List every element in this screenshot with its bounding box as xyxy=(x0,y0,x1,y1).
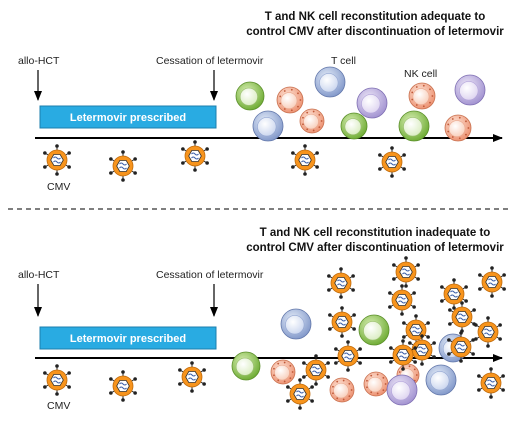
bottom-cmv-virus xyxy=(447,331,475,363)
top-immune-cell xyxy=(398,110,430,142)
bottom-cmv-virus xyxy=(388,284,416,316)
bottom-title-line1: T and NK cell reconstitution inadequate … xyxy=(260,227,491,239)
bottom-cmv-virus xyxy=(440,278,468,310)
bottom-cmv-virus xyxy=(477,367,505,399)
bottom-cmv-virus xyxy=(327,267,355,299)
top-cmv-virus xyxy=(109,150,137,182)
bottom-cmv-virus xyxy=(109,370,137,402)
top-immune-cell xyxy=(252,110,284,142)
bottom-cmv-label: CMV xyxy=(47,400,70,412)
bottom-cmv-virus xyxy=(178,361,206,393)
top-immune-cell xyxy=(340,112,368,140)
top-letermovir-bar-label: Letermovir prescribed xyxy=(70,112,186,124)
bottom-cmv-virus xyxy=(286,378,314,410)
bottom-letermovir-bar-label: Letermovir prescribed xyxy=(70,333,186,345)
top-immune-cell xyxy=(299,108,325,134)
bottom-immune-cell xyxy=(425,364,457,396)
bottom-cmv-virus xyxy=(392,256,420,288)
top-cmv-label: CMV xyxy=(47,181,70,193)
top-cmv-virus xyxy=(291,144,319,176)
bottom-cmv-viruses xyxy=(43,256,506,410)
bottom-immune-cell xyxy=(329,377,355,403)
top-immune-cell xyxy=(454,74,486,106)
bottom-cmv-virus xyxy=(478,266,506,298)
top-cmv-viruses xyxy=(43,140,406,182)
bottom-cmv-virus xyxy=(328,306,356,338)
top-immune-cell xyxy=(408,82,436,110)
bottom-immune-cell xyxy=(270,359,296,385)
bottom-title-line2: control CMV after discontinuation of let… xyxy=(246,242,504,254)
top-immune-cells xyxy=(235,66,486,142)
top-cessation-label: Cessation of letermovir xyxy=(156,55,264,67)
top-cmv-virus xyxy=(43,144,71,176)
top-immune-cell xyxy=(314,66,346,98)
bottom-immune-cell xyxy=(386,374,418,406)
top-title-line2: control CMV after discontinuation of let… xyxy=(246,26,504,38)
bottom-immune-cell xyxy=(280,308,312,340)
top-allo-hct-label: allo-HCT xyxy=(18,55,60,67)
bottom-letermovir-bar xyxy=(39,326,217,350)
bottom-cmv-virus xyxy=(389,339,417,371)
bottom-cmv-virus xyxy=(448,301,476,333)
bottom-immune-cell xyxy=(363,371,389,397)
bottom-panel: T and NK cell reconstitution inadequate … xyxy=(18,227,506,412)
bottom-cmv-virus xyxy=(408,334,436,366)
top-panel: T and NK cell reconstitution adequate to… xyxy=(18,11,504,193)
bottom-immune-cells xyxy=(231,308,468,406)
bottom-cmv-virus xyxy=(334,340,362,372)
top-cmv-virus xyxy=(378,146,406,178)
bottom-immune-cell xyxy=(358,314,390,346)
top-immune-cell xyxy=(276,86,304,114)
top-cmv-virus xyxy=(181,140,209,172)
bottom-cmv-virus xyxy=(43,364,71,396)
top-immune-cell xyxy=(235,81,265,111)
top-immune-cell xyxy=(356,87,388,119)
top-t-cell-label: T cell xyxy=(331,55,356,67)
bottom-allo-hct-label: allo-HCT xyxy=(18,269,60,281)
top-nk-cell-label: NK cell xyxy=(404,68,437,80)
bottom-immune-cell xyxy=(231,351,261,381)
top-letermovir-bar xyxy=(39,105,217,129)
bottom-cmv-virus xyxy=(474,316,502,348)
top-title-line1: T and NK cell reconstitution adequate to xyxy=(265,11,485,23)
bottom-cmv-virus xyxy=(302,354,330,386)
top-immune-cell xyxy=(444,114,472,142)
bottom-cessation-label: Cessation of letermovir xyxy=(156,269,264,281)
